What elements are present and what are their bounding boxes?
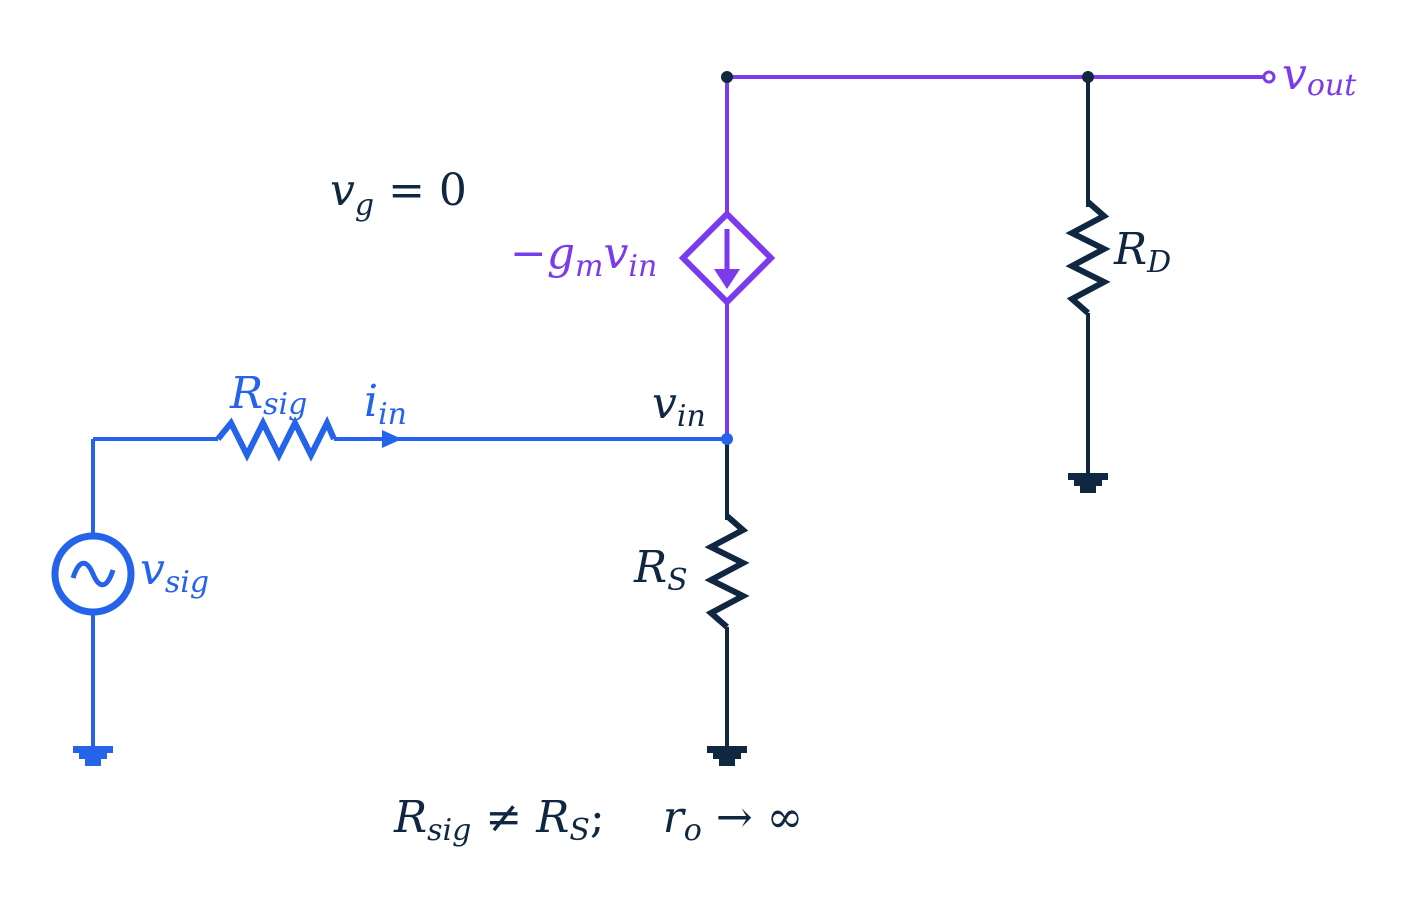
- label-rs: RS: [633, 542, 688, 598]
- ground-vsig: [73, 746, 113, 766]
- junction-dot-drain-top: [721, 71, 733, 83]
- rd-resistor-zigzag: [1065, 199, 1111, 316]
- label-vg-equals-zero: vg = 0: [330, 165, 467, 223]
- label-rd: RD: [1113, 224, 1171, 280]
- ground-rs: [707, 746, 747, 766]
- output-network: [678, 70, 1276, 439]
- junction-dot-vin: [721, 433, 733, 445]
- current-arrow-iin: [382, 430, 402, 448]
- label-iin: iin: [364, 376, 407, 432]
- source-resistor-branch: [704, 439, 750, 746]
- label-vin: vin: [652, 378, 706, 434]
- signal-source-sine: [70, 560, 116, 588]
- drain-resistor-branch: [1065, 77, 1111, 473]
- dependent-current-source-diamond: [678, 209, 776, 307]
- rsig-resistor-zigzag: [215, 415, 337, 462]
- ground-rd: [1068, 473, 1108, 493]
- label-vsig: vsig: [140, 544, 209, 600]
- junction-dot-rd-top: [1082, 71, 1094, 83]
- condition-equation: Rsig ≠ RS;ro → ∞: [393, 792, 803, 848]
- rs-resistor-zigzag: [704, 513, 750, 630]
- output-terminal: [1262, 70, 1276, 84]
- label-rsig: Rsig: [229, 368, 307, 422]
- label-dependent-source: −gmvin: [510, 228, 657, 284]
- label-vout: vout: [1282, 49, 1357, 103]
- signal-source-circle: [51, 532, 135, 616]
- dependent-source-arrow-head: [714, 269, 740, 289]
